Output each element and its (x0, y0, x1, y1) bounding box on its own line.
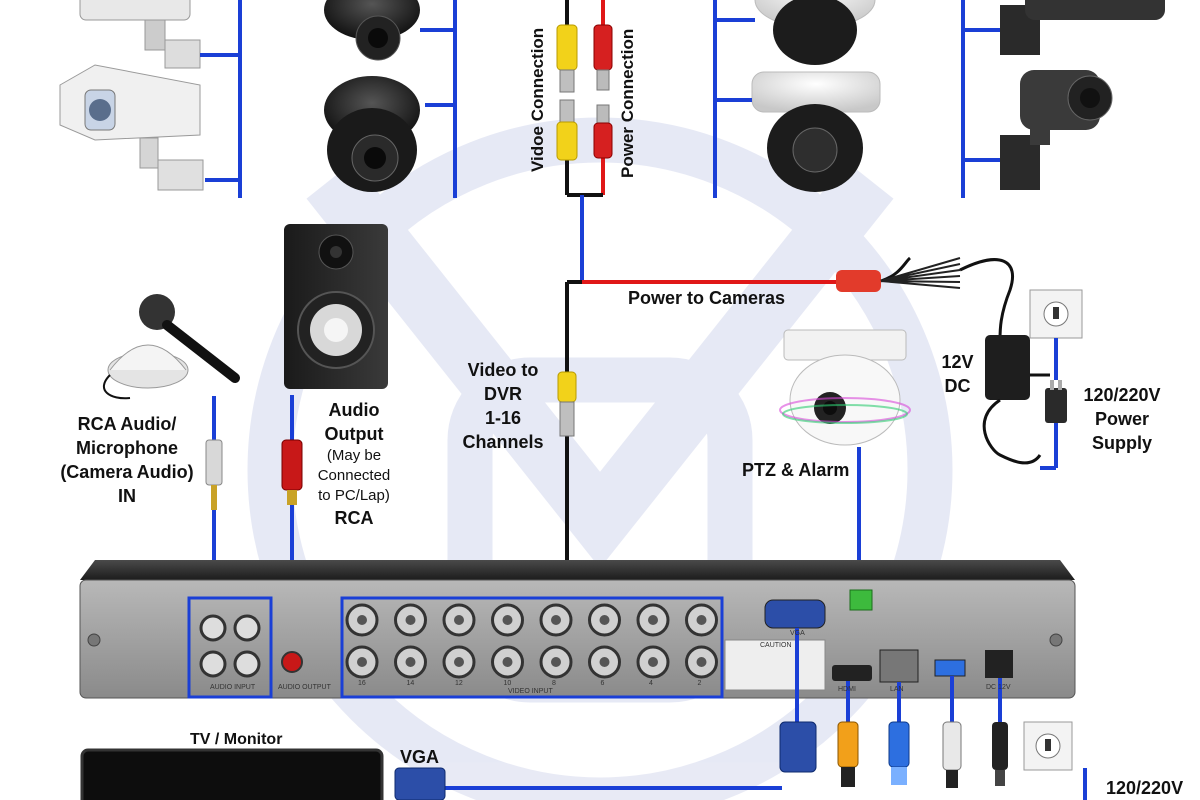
bnc-port-pin (357, 657, 367, 667)
dc-12v-label: 12V DC (935, 350, 980, 398)
video-to-dvr-label: Video to DVR 1-16 Channels (458, 358, 548, 454)
channel-number: 6 (600, 680, 605, 687)
audio-jack-icon (205, 439, 223, 510)
panel-vga-label: VGA (790, 630, 805, 637)
ptz-camera-icon (779, 329, 911, 446)
power-supply-line-2: Power (1094, 409, 1150, 429)
bullet-camera-icon (1000, 0, 1165, 55)
dc-12v-line-2: DC (944, 376, 971, 396)
speaker-icon (284, 224, 388, 389)
rca-audio-line-1: RCA Audio/ (77, 414, 177, 434)
power-connection-label: Power Connection (618, 28, 637, 178)
power-supply-line-1: 120/220V (1083, 385, 1161, 405)
power-to-cameras-label: Power to Cameras (628, 288, 786, 308)
rca-audio-line-3: (Camera Audio) (60, 462, 194, 482)
lan-plug-icon (888, 721, 910, 785)
audio-output-note-2: Connected (317, 467, 391, 484)
audio-output-label: Audio Output (May be Connected to PC/Lap… (304, 398, 404, 530)
panel-caution-label: CAUTION (760, 642, 792, 649)
box-camera-icon (79, 0, 201, 69)
camera-video-wires (200, 0, 1000, 198)
tv-monitor-label: TV / Monitor (190, 731, 283, 748)
video-input-bnc-ports (345, 603, 718, 679)
dvr-output-wires (445, 628, 1087, 800)
monitor-icon (80, 748, 384, 800)
channel-number: 10 (503, 680, 512, 687)
panel-dc-label: DC 12V (986, 684, 1011, 691)
bnc-port-pin (502, 657, 513, 667)
dome-camera-icon (324, 76, 420, 192)
bnc-port-pin (648, 615, 658, 625)
ptz-alarm-label: PTZ & Alarm (742, 460, 850, 480)
power-supply-wires (1040, 338, 1058, 470)
channel-number: 14 (406, 680, 415, 687)
bnc-port-pin (551, 657, 561, 667)
video-to-dvr-line-3: 1-16 (484, 408, 522, 428)
panel-lan-label: LAN (890, 686, 904, 693)
hdmi-plug-icon (837, 721, 859, 787)
bnc-port-pin (357, 615, 367, 625)
box-camera-icon (59, 64, 204, 191)
bnc-port-pin (405, 657, 416, 667)
channel-number: 8 (552, 680, 556, 687)
video-to-dvr-line-2: DVR (483, 384, 522, 404)
audio-output-line-2: Output (324, 424, 384, 444)
rca-audio-line-2: Microphone (76, 438, 178, 458)
panel-audio-output-label: AUDIO OUTPUT (278, 684, 331, 691)
power-supply-line-3: Supply (1091, 433, 1152, 453)
bnc-connector-icon (556, 24, 578, 161)
rca-plug-icon (281, 439, 303, 505)
vga-plug-icon (394, 767, 446, 800)
panel-hdmi-label: HDMI (838, 686, 856, 693)
video-to-dvr-line-1: Video to (467, 360, 539, 380)
vga-label: VGA (400, 747, 440, 767)
video-connection-label: Vidoe Connection (528, 27, 547, 172)
usb-plug-icon (942, 721, 962, 788)
bnc-port-pin (648, 657, 658, 667)
audio-output-note-1: (May be (326, 447, 382, 464)
dome-camera-icon (754, 0, 876, 65)
vga-plug-icon (779, 721, 817, 773)
rca-audio-line-4: IN (118, 486, 136, 506)
center-cable (565, 0, 838, 598)
bnc-port-pin (696, 657, 707, 667)
power-adapter-icon (982, 335, 1050, 465)
dome-camera-icon (324, 0, 420, 61)
channel-number: 12 (455, 680, 463, 687)
wall-socket-icon (1023, 721, 1073, 771)
bullet-camera-icon (1000, 70, 1113, 190)
power-supply-label: 120/220V Power Supply (1072, 383, 1172, 455)
panel-video-input-label: VIDEO INPUT (508, 688, 553, 695)
power-splitter-icon (836, 256, 1014, 341)
bnc-port-pin (696, 615, 707, 625)
rca-audio-label: RCA Audio/ Microphone (Camera Audio) IN (52, 412, 202, 508)
bnc-port-pin (502, 615, 513, 625)
power-supply-bottom-label: 120/220V (1106, 778, 1184, 798)
bnc-port-pin (599, 615, 610, 625)
audio-output-note-3: to PC/Lap) (318, 487, 390, 504)
wall-socket-icon (1029, 289, 1083, 339)
channel-number: 4 (649, 680, 653, 687)
channel-number: 2 (697, 680, 702, 687)
dome-camera-icon (751, 71, 881, 192)
dc-12v-line-1: 12V (941, 352, 974, 372)
bnc-port-pin (454, 657, 464, 667)
dvr-icon (79, 560, 1076, 699)
audio-output-line-1: Audio (328, 400, 380, 420)
bnc-port-pin (551, 615, 561, 625)
power-plug-icon (1045, 380, 1067, 423)
dc-plug-icon (593, 24, 613, 159)
panel-audio-input-label: AUDIO INPUT (210, 684, 256, 691)
bnc-connector-icon (557, 371, 577, 437)
bnc-port-pin (599, 657, 610, 667)
channel-number: 16 (358, 680, 366, 687)
bnc-port-pin (405, 615, 416, 625)
video-to-dvr-line-4: Channels (462, 432, 544, 452)
dc-plug-icon (992, 722, 1008, 786)
bnc-port-pin (454, 615, 464, 625)
audio-output-rca: RCA (334, 508, 374, 528)
microphone-icon (102, 294, 240, 400)
